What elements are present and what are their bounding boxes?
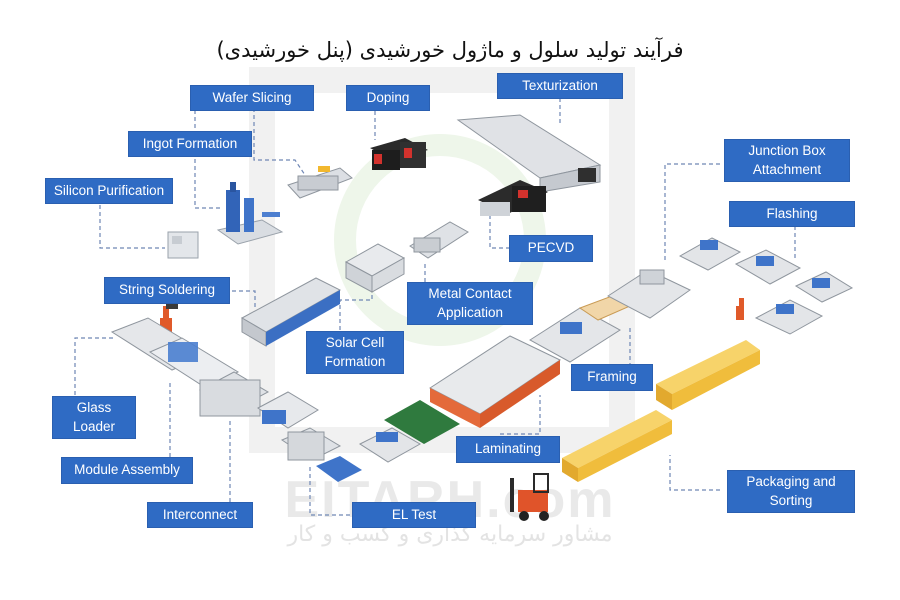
label-text: Sorting xyxy=(769,492,813,508)
doping-furnace-icon xyxy=(370,138,428,170)
label-interconnect: Interconnect xyxy=(147,502,253,528)
label-text: Ingot Formation xyxy=(142,135,238,151)
ingot-furnace-icon xyxy=(216,182,284,245)
label-text: Doping xyxy=(366,89,410,105)
label-metal-contact: Metal Contact Application xyxy=(407,282,533,325)
module-assembly-line-icon xyxy=(110,317,362,482)
label-text: Application xyxy=(436,304,504,320)
label-text: Packaging and xyxy=(746,474,836,490)
label-text: Framing xyxy=(587,369,637,385)
label-text: Silicon Purification xyxy=(53,182,165,198)
texturization-line-icon xyxy=(456,114,602,193)
label-texturization: Texturization xyxy=(497,73,623,99)
framing-conveyor-icon xyxy=(529,295,632,363)
label-junction-box: Junction Box Attachment xyxy=(724,139,850,182)
cell-formation-icon xyxy=(344,243,406,293)
label-text: Module Assembly xyxy=(74,462,180,478)
label-text: Attachment xyxy=(752,161,822,177)
label-text: Texturization xyxy=(522,77,598,93)
label-flashing: Flashing xyxy=(729,201,855,227)
wafer-saw-icon xyxy=(287,166,353,199)
label-framing: Framing xyxy=(571,364,653,391)
forklift-icon xyxy=(510,473,549,521)
stringer-machine-icon xyxy=(240,277,342,347)
label-text: Junction Box xyxy=(748,143,826,159)
label-text: Interconnect xyxy=(162,506,238,522)
label-text: Loader xyxy=(72,418,116,434)
screen-printer-icon xyxy=(409,221,469,259)
label-text: Metal Contact xyxy=(428,286,512,302)
label-packaging-sorting: Packaging and Sorting xyxy=(727,470,855,513)
label-silicon-purification: Silicon Purification xyxy=(45,178,173,204)
label-doping: Doping xyxy=(346,85,430,111)
flashing-line-icon xyxy=(607,237,854,335)
label-el-test: EL Test xyxy=(352,502,476,528)
label-pecvd: PECVD xyxy=(509,235,593,262)
label-text: Laminating xyxy=(474,441,542,457)
label-laminating: Laminating xyxy=(456,436,560,463)
label-text: Glass xyxy=(76,400,112,416)
purification-machine-icon xyxy=(167,231,199,259)
label-module-assembly: Module Assembly xyxy=(61,457,193,484)
label-solar-cell-formation: Solar Cell Formation xyxy=(306,331,404,374)
label-glass-loader: Glass Loader xyxy=(52,396,136,439)
label-text: EL Test xyxy=(391,506,437,522)
label-text: String Soldering xyxy=(118,282,216,298)
label-text: Flashing xyxy=(766,205,818,221)
label-text: Solar Cell xyxy=(325,335,385,351)
laminator-icon xyxy=(358,335,562,463)
label-text: PECVD xyxy=(527,240,575,256)
label-string-soldering: String Soldering xyxy=(104,277,230,304)
label-wafer-slicing: Wafer Slicing xyxy=(190,85,314,111)
label-ingot-formation: Ingot Formation xyxy=(128,131,252,157)
page-title: فرآیند تولید سلول و ماژول خورشیدی (پنل خ… xyxy=(216,38,684,62)
leader-lines xyxy=(74,98,796,516)
pecvd-machine-icon xyxy=(478,180,548,216)
label-text: Formation xyxy=(324,353,386,369)
label-text: Wafer Slicing xyxy=(212,89,292,105)
packaging-boxes-icon xyxy=(562,340,760,482)
